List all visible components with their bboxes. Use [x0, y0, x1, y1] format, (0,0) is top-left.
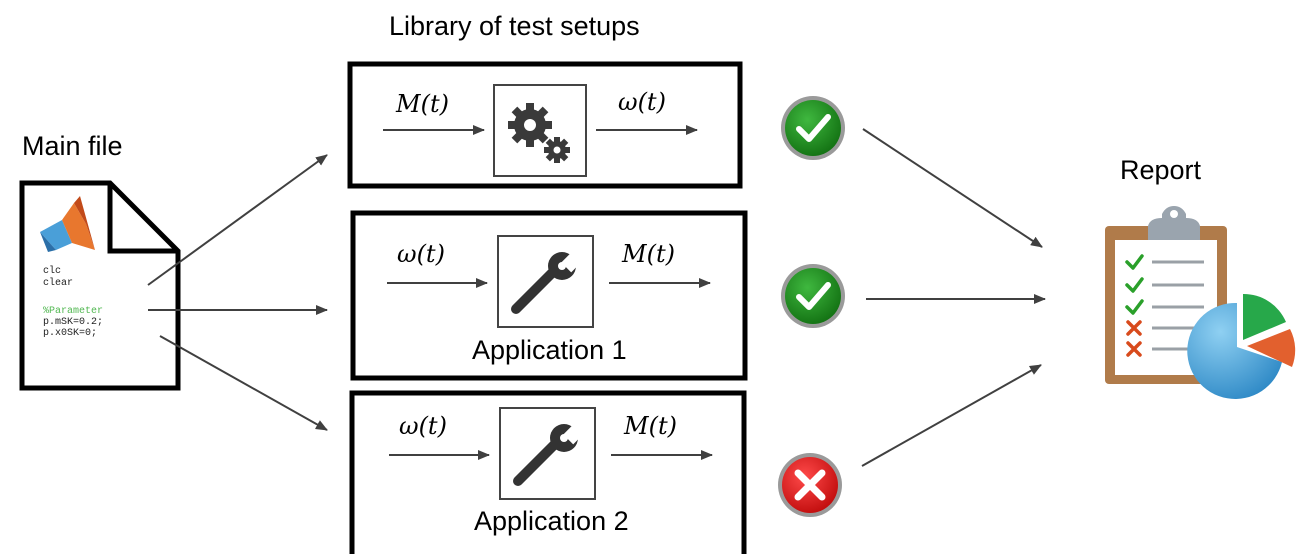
setup-2-name: Application 1 — [472, 335, 627, 365]
check-icon — [796, 282, 831, 310]
status-pass-badge-1 — [781, 96, 845, 160]
wrench-icon — [511, 252, 581, 314]
code-line: clear — [43, 278, 74, 289]
wrench-icon — [513, 424, 583, 486]
signal-arrows — [383, 125, 713, 460]
gears-block — [493, 84, 587, 177]
pie-chart-icon — [1187, 293, 1296, 399]
wrench-block-1 — [497, 235, 594, 328]
cross-icon — [794, 469, 826, 501]
gears-icon — [508, 103, 570, 163]
setup-1-output-signal: ω(t) — [618, 88, 666, 116]
setup-3-name: Application 2 — [474, 506, 629, 536]
diagram-title: Library of test setups — [389, 11, 640, 41]
setup-2-output-signal: M(t) — [622, 240, 675, 268]
check-icon — [796, 114, 831, 142]
main-file-document — [19, 180, 181, 391]
code-line: p.mSK=0.2; — [43, 317, 104, 328]
wrench-block-2 — [499, 407, 596, 500]
setup-1-input-signal: M(t) — [396, 90, 449, 118]
status-pass-badge-2 — [781, 264, 845, 328]
report-clipboard-icon — [1105, 206, 1296, 399]
code-comment: %Parameter — [43, 306, 104, 317]
code-line: clc — [43, 266, 62, 277]
setup-2-input-signal: ω(t) — [397, 240, 445, 268]
setup-3-output-signal: M(t) — [624, 412, 677, 440]
report-label: Report — [1120, 155, 1202, 185]
main-file-label: Main file — [22, 131, 123, 161]
flow-arrows — [147, 128, 1046, 467]
matlab-logo-icon — [40, 196, 95, 252]
status-fail-badge — [778, 453, 842, 517]
setup-3-input-signal: ω(t) — [399, 412, 447, 440]
code-line: p.x0SK=0; — [43, 328, 98, 339]
